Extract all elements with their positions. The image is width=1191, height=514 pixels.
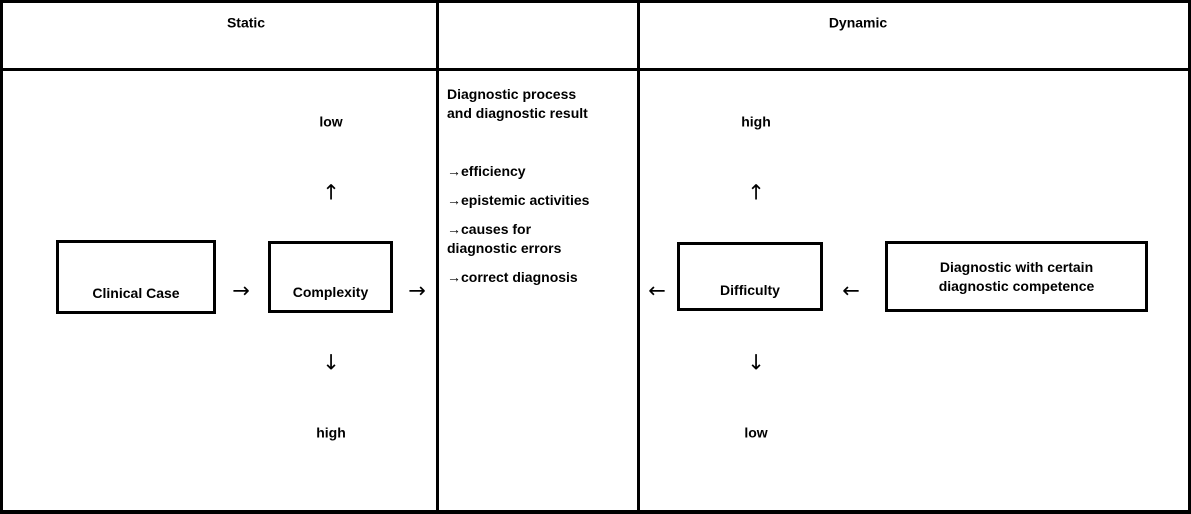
arrow-down-icon: ↓ xyxy=(747,350,765,375)
complexity-high-label: high xyxy=(316,424,346,441)
diagnostic-competence-box: Diagnostic with certain diagnostic compe… xyxy=(885,241,1148,312)
difficulty-label: Difficulty xyxy=(720,282,780,298)
middle-panel-title: Diagnostic process and diagnostic result xyxy=(447,86,588,121)
list-item-epistemic-activities: →epistemic activities xyxy=(447,192,590,208)
arrow-left-icon: ← xyxy=(648,278,666,303)
clinical-case-box: Clinical Case xyxy=(56,240,216,314)
arrow-down-icon: ↓ xyxy=(322,350,340,375)
diagnostic-competence-label: Diagnostic with certain diagnostic compe… xyxy=(938,258,1095,294)
middle-panel-list: →efficiency →epistemic activities →cause… xyxy=(447,162,637,297)
complexity-low-label: low xyxy=(319,113,343,130)
list-item-efficiency: →efficiency xyxy=(447,163,526,179)
dynamic-header: Dynamic xyxy=(828,14,888,31)
clinical-case-label: Clinical Case xyxy=(92,285,180,301)
header-divider-line xyxy=(3,68,1188,71)
list-item-correct-diagnosis: →correct diagnosis xyxy=(447,269,578,285)
left-column-divider xyxy=(436,3,439,510)
difficulty-box: Difficulty xyxy=(677,242,823,311)
arrow-up-icon: ↑ xyxy=(322,180,340,205)
static-header: Static xyxy=(226,14,266,31)
difficulty-low-label: low xyxy=(744,424,768,441)
difficulty-high-label: high xyxy=(741,113,771,130)
right-column-divider xyxy=(637,3,640,510)
list-item-causes-for-diagnostic-errors: →causes for diagnostic errors xyxy=(447,221,562,256)
arrow-left-icon: ← xyxy=(842,278,860,303)
complexity-box: Complexity xyxy=(268,241,393,313)
arrow-right-icon: → xyxy=(408,278,426,303)
arrow-right-icon: → xyxy=(232,278,250,303)
complexity-label: Complexity xyxy=(292,284,369,300)
arrow-up-icon: ↑ xyxy=(747,180,765,205)
